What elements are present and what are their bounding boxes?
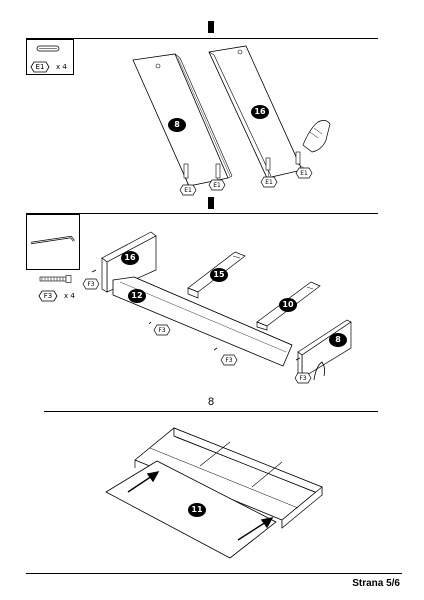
panel-badge-16 [251, 105, 269, 119]
panel-number: 16 [254, 107, 266, 116]
allen-key-icon [30, 235, 75, 245]
panel-badge-16 [121, 251, 139, 265]
step-marker [208, 197, 214, 209]
screw-icon [39, 275, 72, 283]
footer-divider [26, 573, 402, 574]
hex-tag-icon [30, 61, 50, 73]
panel-number: 8 [174, 120, 180, 129]
fastener-tag-label: F3 [225, 357, 233, 364]
panel-number: 12 [131, 291, 143, 300]
pin-tag-label: E1 [265, 179, 273, 186]
fastener-tag-label: F3 [299, 375, 307, 382]
panel-badge-10 [279, 298, 297, 312]
section-divider [44, 411, 378, 412]
pin-tag-label: E1 [300, 170, 308, 177]
dowel-icon [36, 45, 60, 52]
pin-tag-label: E1 [213, 182, 221, 189]
tool-box-allen-key [26, 214, 80, 270]
panel-badge-15 [210, 268, 228, 282]
panel-badge-8 [168, 118, 186, 132]
panel-badge-11 [188, 503, 206, 517]
hex-tag-icon [38, 290, 58, 302]
panel-number: 15 [213, 270, 225, 279]
step-number: 8 [208, 396, 215, 408]
parts-box-e1 [26, 39, 74, 75]
screw-hints [91, 269, 301, 361]
step-marker [208, 21, 214, 33]
arrow-icon [127, 471, 274, 541]
pin-tag-label: E1 [184, 187, 192, 194]
panel-badge-12 [128, 289, 146, 303]
quantity-label: x 4 [64, 292, 75, 300]
part-code-label: F3 [43, 292, 53, 300]
quantity-label: x 4 [56, 63, 67, 71]
long-panel-12-drawing [112, 276, 293, 367]
page-number: Strana 5/6 [352, 578, 400, 589]
section-divider [26, 38, 378, 39]
fastener-tag-label: F3 [87, 281, 95, 288]
fastener-tag-label: F3 [158, 327, 166, 334]
panel-number: 16 [124, 253, 136, 262]
hand-drawing [302, 120, 331, 153]
part-code-label: E1 [35, 63, 45, 71]
section-divider [26, 213, 378, 214]
panel-number: 10 [282, 300, 294, 309]
panel-badge-8 [329, 333, 347, 347]
pin-tags [179, 163, 313, 196]
panel-number: 11 [191, 505, 203, 514]
fastener-tags [82, 278, 312, 384]
panel-number: 8 [335, 335, 341, 344]
